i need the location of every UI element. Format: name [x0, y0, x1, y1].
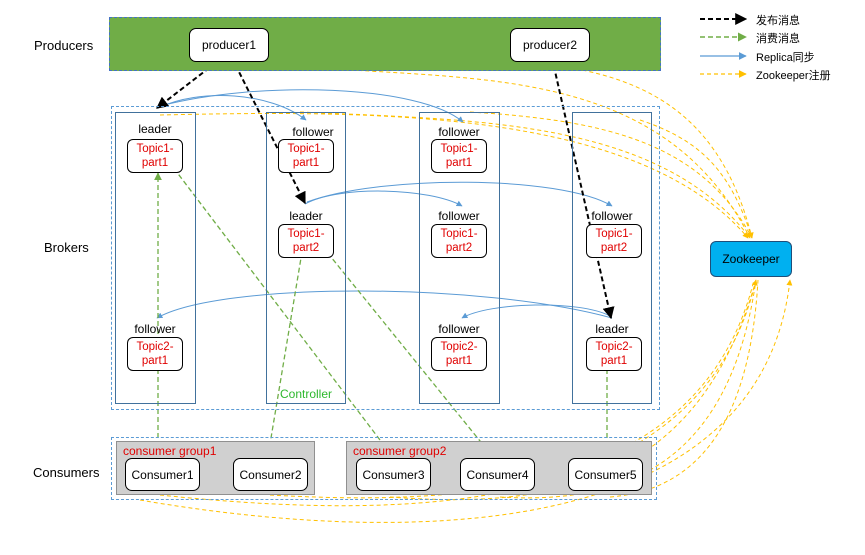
broker3-bottom-role: follower — [438, 322, 480, 336]
broker4-mid-partition: Topic1- part2 — [586, 224, 642, 258]
broker3-top-partition: Topic1- part1 — [431, 139, 487, 173]
consumer-group2-label: consumer group2 — [353, 444, 447, 458]
broker3-top-role: follower — [438, 125, 480, 139]
broker1-top-partition: Topic1- part1 — [127, 139, 183, 173]
broker-4 — [572, 112, 652, 404]
partition-part: part2 — [292, 242, 320, 254]
broker4-bottom-role: leader — [595, 322, 629, 336]
consumer1-node: Consumer1 — [125, 458, 200, 491]
replica-t2p1-to-b3 — [461, 304, 611, 319]
partition-part: part2 — [600, 242, 628, 254]
publish-p1-to-t1p1 — [156, 57, 223, 109]
broker4-mid-role: follower — [591, 209, 633, 223]
publish-lines — [156, 57, 615, 320]
partition-topic: Topic2- — [136, 341, 174, 353]
broker3-bottom-partition: Topic2- part1 — [431, 337, 487, 371]
broker-3 — [419, 112, 500, 404]
row-label-consumers: Consumers — [33, 465, 100, 480]
legend-lines — [700, 13, 748, 78]
legend-replica-label: Replica同步 — [756, 52, 815, 64]
partition-topic: Topic1- — [287, 228, 325, 240]
partition-part: part1 — [445, 355, 473, 367]
publish-p1-to-t1p2 — [231, 57, 306, 205]
partition-topic: Topic2- — [595, 341, 633, 353]
broker2-mid-role: leader — [289, 209, 323, 223]
consumer4-node: Consumer4 — [460, 458, 535, 491]
broker4-bottom-partition: Topic2- part1 — [586, 337, 642, 371]
consume-c3-t1p1 — [159, 149, 381, 441]
zk-line-consumer1 — [159, 279, 758, 507]
broker3-mid-role: follower — [438, 209, 480, 223]
zk-line-broker2 — [299, 111, 751, 239]
partition-topic: Topic1- — [440, 143, 478, 155]
zk-line-broker4 — [639, 119, 753, 239]
partition-part: part1 — [292, 157, 320, 169]
zk-line-consumer5 — [609, 279, 759, 498]
broker2-top-partition: Topic1- part1 — [278, 139, 334, 173]
broker-2 — [266, 112, 346, 404]
partition-part: part1 — [141, 355, 169, 367]
broker2-top-role: follower — [292, 125, 334, 139]
broker1-top-role: leader — [138, 122, 172, 136]
partition-topic: Topic2- — [440, 341, 478, 353]
legend-zookeeper-label: Zookeeper注册 — [756, 70, 831, 82]
broker1-bottom-role: follower — [134, 322, 176, 336]
zookeeper-registration-lines — [139, 57, 793, 523]
replica-t1p1-to-b2 — [157, 95, 307, 121]
partition-part: part1 — [445, 157, 473, 169]
replica-t1p2-to-b4 — [306, 181, 613, 207]
zk-line-broker3 — [469, 111, 753, 239]
zk-line-outer — [139, 279, 793, 523]
producer1-node: producer1 — [189, 28, 269, 62]
partition-topic: Topic1- — [595, 228, 633, 240]
publish-p2-to-t2p1 — [551, 57, 615, 320]
consumer5-node: Consumer5 — [568, 458, 643, 491]
producer2-node: producer2 — [510, 28, 590, 62]
zk-line-consumer2 — [269, 279, 755, 499]
broker2-mid-partition: Topic1- part2 — [278, 224, 334, 258]
zk-line-consumer3 — [389, 279, 757, 501]
broker-1 — [115, 112, 196, 404]
partition-topic: Topic1- — [440, 228, 478, 240]
consumers-band — [111, 437, 657, 500]
zk-line-consumer4 — [499, 279, 757, 499]
broker3-mid-partition: Topic1- part2 — [431, 224, 487, 258]
controller-label: Controller — [280, 387, 333, 401]
broker1-bottom-partition: Topic2- part1 — [127, 337, 183, 371]
row-label-producers: Producers — [34, 38, 94, 53]
row-label-brokers: Brokers — [44, 240, 89, 255]
consumer2-node: Consumer2 — [233, 458, 308, 491]
brokers-band — [111, 106, 660, 410]
replica-t1p1-to-b3 — [159, 89, 464, 123]
zookeeper-node: Zookeeper — [710, 241, 792, 277]
zk-line-broker1 — [159, 112, 749, 239]
partition-part: part2 — [445, 242, 473, 254]
consumer3-node: Consumer3 — [356, 458, 431, 491]
legend-consume-label: 消费消息 — [756, 33, 800, 45]
partition-topic: Topic1- — [136, 143, 174, 155]
consume-c4-t1p2 — [317, 240, 498, 463]
partition-part: part1 — [600, 355, 628, 367]
consumer-group1-label: consumer group1 — [123, 444, 217, 458]
legend-publish-label: 发布消息 — [756, 15, 800, 27]
partition-part: part1 — [141, 157, 169, 169]
partition-topic: Topic1- — [287, 143, 325, 155]
